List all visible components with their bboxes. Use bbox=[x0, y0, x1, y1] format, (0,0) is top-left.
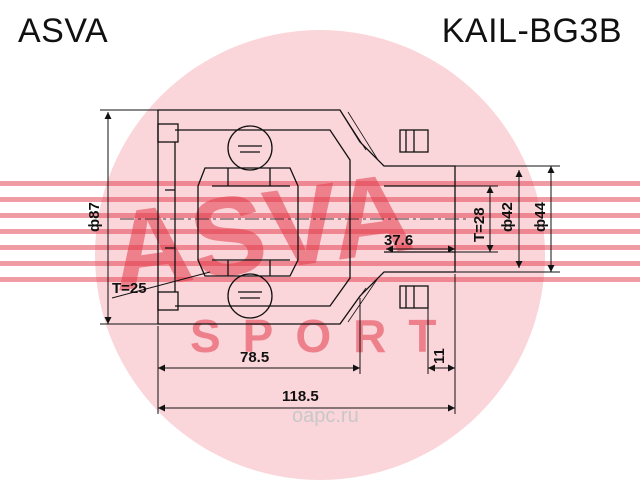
label-flange-width: 11 bbox=[431, 348, 448, 364]
roller-bottom bbox=[227, 273, 273, 319]
label-teeth-outer: T=28 bbox=[471, 207, 488, 242]
label-teeth-inner: T=25 bbox=[112, 280, 147, 297]
end-ring-top bbox=[157, 123, 179, 143]
roller-bottom-pin bbox=[238, 291, 262, 299]
leader-teeth-inner bbox=[111, 271, 211, 299]
watermark-stripes bbox=[0, 181, 640, 282]
watermark-subtext: SPORT bbox=[190, 310, 458, 362]
stub-grooves bbox=[405, 130, 415, 308]
tripod-spline-lines bbox=[212, 168, 290, 276]
housing-step-left bbox=[165, 142, 176, 292]
roller-top-pin bbox=[238, 145, 262, 153]
label-stub-length: 37.6 bbox=[384, 232, 413, 249]
brand-name: ASVA bbox=[18, 12, 109, 50]
label-housing-length: 78.5 bbox=[240, 349, 269, 366]
housing-bore bbox=[175, 129, 351, 307]
label-outer-diameter: ф87 bbox=[86, 202, 103, 232]
housing-hatching bbox=[339, 109, 379, 325]
housing-outline bbox=[157, 109, 456, 325]
label-shaft-b: ф44 bbox=[532, 202, 549, 232]
label-shaft-a: ф42 bbox=[499, 202, 516, 232]
tripod-body bbox=[197, 167, 299, 277]
label-total-length: 118.5 bbox=[282, 388, 319, 405]
part-number: KAIL-BG3B bbox=[441, 12, 622, 50]
end-ring-bottom bbox=[157, 291, 179, 311]
roller-top bbox=[227, 125, 273, 171]
